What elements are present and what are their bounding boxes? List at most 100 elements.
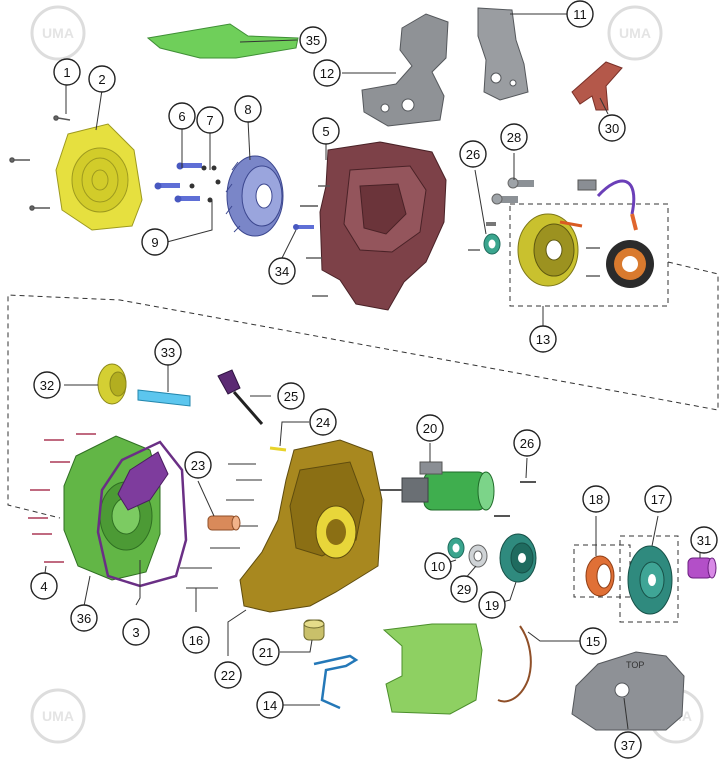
magneto-assembly-box xyxy=(509,203,669,307)
callout-circle xyxy=(268,257,296,285)
callout-circle xyxy=(184,451,212,479)
callout-number: 34 xyxy=(275,264,289,279)
callout-33: 33 xyxy=(154,338,182,366)
callout-number: 22 xyxy=(221,668,235,683)
parts-6-7-9-bolts-washers xyxy=(154,162,221,203)
callout-circle xyxy=(500,123,528,151)
callout-36: 36 xyxy=(70,604,98,632)
callout-circle xyxy=(450,575,478,603)
callout-8: 8 xyxy=(234,95,262,123)
callout-10: 10 xyxy=(424,552,452,580)
callout-25: 25 xyxy=(277,382,305,410)
callout-number: 33 xyxy=(161,345,175,360)
callout-circle xyxy=(182,626,210,654)
callout-circle xyxy=(299,26,327,54)
watermark-text: UMA xyxy=(42,25,74,41)
callout-circle xyxy=(478,591,506,619)
part-11-hole xyxy=(509,79,517,87)
callout-number: 20 xyxy=(423,421,437,436)
callout-11: 11 xyxy=(566,0,594,28)
part-11-hole xyxy=(490,72,502,84)
part-17-driven-gear xyxy=(627,545,673,615)
callout-circle xyxy=(256,691,284,719)
callout-number: 36 xyxy=(77,611,91,626)
part-5-screws xyxy=(300,185,330,297)
callout-circle xyxy=(309,408,337,436)
callout-circle xyxy=(53,58,81,86)
part-21-bush xyxy=(303,619,325,641)
callout-circle xyxy=(579,627,607,655)
part-23-bushing xyxy=(207,515,241,531)
callout-circle xyxy=(513,429,541,457)
watermark-top-left: UMA xyxy=(30,5,86,61)
callout-number: 23 xyxy=(191,458,205,473)
callout-circle xyxy=(88,65,116,93)
callout-circle xyxy=(196,106,224,134)
part-3-gasket xyxy=(96,440,188,588)
callout-17: 17 xyxy=(644,485,672,513)
part-31-bushing xyxy=(687,557,717,579)
callout-number: 15 xyxy=(586,634,600,649)
callout-26: 26 xyxy=(459,140,487,168)
callout-number: 5 xyxy=(322,124,329,139)
part-36-green-side-cover xyxy=(63,435,161,581)
part-green-support-bracket xyxy=(382,623,483,715)
callout-number: 6 xyxy=(178,109,185,124)
callout-number: 1 xyxy=(63,65,70,80)
part-26-oil-seal-top xyxy=(468,233,501,255)
leader-lines xyxy=(43,13,701,730)
callout-circle xyxy=(424,552,452,580)
part-5-shroud-housing xyxy=(319,141,447,311)
callout-number: 32 xyxy=(40,378,54,393)
callout-4: 4 xyxy=(30,572,58,600)
callout-number: 26 xyxy=(520,436,534,451)
callout-number: 10 xyxy=(431,559,445,574)
callout-32: 32 xyxy=(33,371,61,399)
callout-circle xyxy=(277,382,305,410)
part-32-gear xyxy=(97,363,127,405)
part-16-bolts xyxy=(180,463,262,589)
callout-2: 2 xyxy=(88,65,116,93)
callout-circle xyxy=(141,228,169,256)
callout-circle xyxy=(312,117,340,145)
callout-circle xyxy=(416,414,444,442)
callout-number: 11 xyxy=(573,7,587,22)
part-14-wire-bracket xyxy=(313,654,359,710)
callout-30: 30 xyxy=(598,114,626,142)
part-33-shaft xyxy=(137,389,191,407)
callout-number: 14 xyxy=(263,698,277,713)
callout-circle xyxy=(252,638,280,666)
callout-number: 37 xyxy=(621,738,635,753)
callout-22: 22 xyxy=(214,661,242,689)
callout-24: 24 xyxy=(309,408,337,436)
callout-7: 7 xyxy=(196,106,224,134)
part-11-grey-bracket xyxy=(477,7,529,101)
callout-circle xyxy=(70,604,98,632)
part-25-sensor xyxy=(217,369,264,425)
callout-number: 35 xyxy=(306,33,320,48)
callout-9: 9 xyxy=(141,228,169,256)
callout-circle xyxy=(459,140,487,168)
watermark-text: UMA xyxy=(619,25,651,41)
part-12-hole xyxy=(380,103,390,113)
part-4-screws xyxy=(28,433,96,563)
callout-13: 13 xyxy=(529,325,557,353)
callout-circle xyxy=(614,731,642,759)
callout-circle xyxy=(30,572,58,600)
callout-21: 21 xyxy=(252,638,280,666)
callout-20: 20 xyxy=(416,414,444,442)
callout-23: 23 xyxy=(184,451,212,479)
callout-number: 26 xyxy=(466,147,480,162)
part-24-pin xyxy=(269,446,287,452)
gear-group-box-right xyxy=(619,535,679,623)
callout-15: 15 xyxy=(579,627,607,655)
part-15-gasket xyxy=(497,625,532,703)
callout-6: 6 xyxy=(168,102,196,130)
callout-circle xyxy=(33,371,61,399)
part-37-cover-plate: TOP xyxy=(571,651,685,731)
callout-number: 30 xyxy=(605,121,619,136)
callout-5: 5 xyxy=(312,117,340,145)
